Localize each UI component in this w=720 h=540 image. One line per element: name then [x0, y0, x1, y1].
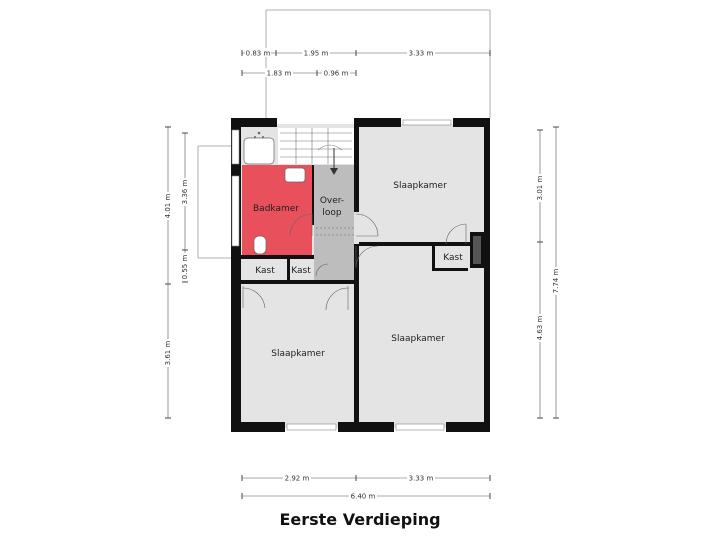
room-slaapkamer-top-right: Slaapkamer [393, 181, 447, 191]
dim-left-3-61: 3.61 m [164, 341, 172, 366]
dim-top-3-33: 3.33 m [409, 50, 434, 58]
toilet-icon [253, 235, 267, 255]
dim-top-1-83: 1.83 m [267, 70, 292, 78]
room-slaapkamer-bottom-right: Slaapkamer [391, 334, 445, 344]
dimension-ticks [165, 50, 559, 499]
dim-right-3-01: 3.01 m [536, 176, 544, 201]
room-overloop-line2: loop [322, 208, 342, 218]
floors [236, 124, 486, 428]
dim-top-0-96: 0.96 m [324, 70, 349, 78]
radiator [473, 236, 481, 264]
dim-bottom-6-40: 6.40 m [351, 493, 376, 501]
dim-top-0-83: 0.83 m [246, 50, 271, 58]
bathroom-fixtures [243, 137, 306, 255]
room-badkamer: Badkamer [253, 204, 299, 214]
dim-left-3-36: 3.36 m [181, 180, 189, 205]
shower-icon [254, 131, 264, 138]
dim-left-0-55: 0.55 m [181, 255, 189, 280]
floor-title: Eerste Verdieping [279, 510, 441, 529]
room-slaapkamer-bottom-left: Slaapkamer [271, 349, 325, 359]
stair-area [278, 128, 354, 164]
windows [231, 119, 452, 431]
room-overloop-line1: Over- [320, 196, 344, 206]
dim-left-4-01: 4.01 m [164, 194, 172, 219]
room-kast-right: Kast [443, 253, 463, 263]
dim-bottom-2-92: 2.92 m [285, 475, 310, 483]
dimension-labels: 0.83 m 1.95 m 3.33 m 1.83 m 0.96 m 4.01 … [163, 48, 561, 501]
balcony-outline [265, 9, 491, 118]
room-labels: Slaapkamer Slaapkamer Slaapkamer Badkame… [253, 181, 463, 359]
stairs [280, 128, 352, 164]
room-kast-middle: Kast [291, 266, 311, 276]
dim-right-4-63: 4.63 m [536, 316, 544, 341]
room-kast-left: Kast [255, 266, 275, 276]
bathtub [243, 137, 275, 165]
landing-floor [314, 165, 354, 282]
dim-bottom-3-33: 3.33 m [409, 475, 434, 483]
door-swings [242, 213, 467, 311]
dim-right-7-74: 7.74 m [552, 269, 560, 294]
dim-top-1-95: 1.95 m [304, 50, 329, 58]
left-balcony-outline [197, 145, 232, 259]
stair-arrow-icon [330, 148, 338, 175]
sink-icon [284, 167, 306, 183]
